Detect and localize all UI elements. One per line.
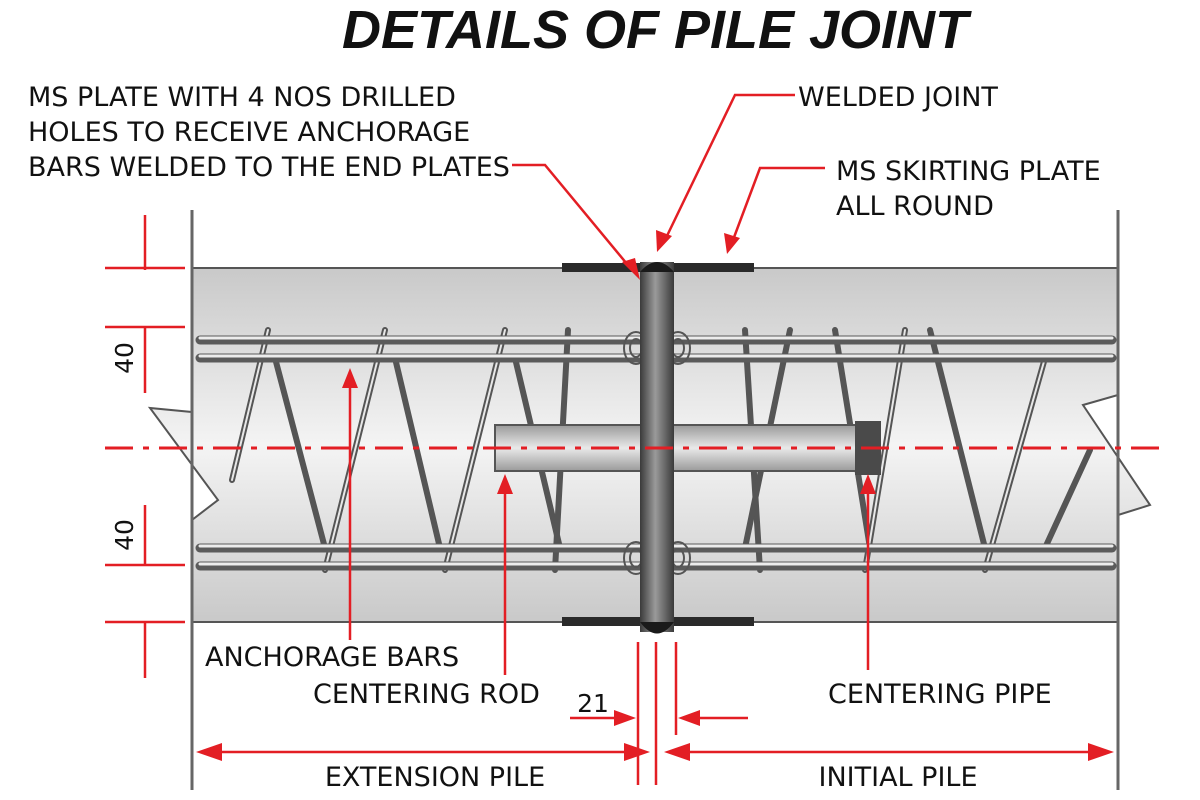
gap-dimension: 21 [577,689,609,718]
anchorage-bars-steel [195,335,1117,571]
skirting-plates [562,263,754,626]
cover-bottom-dimension: 40 [110,519,139,551]
ms-plate-label-line3: BARS WELDED TO THE END PLATES [28,152,510,183]
skirting-plate-label-line2: ALL ROUND [836,191,994,222]
welded-joint-label: WELDED JOINT [798,82,998,113]
cover-dimension-marks [105,215,185,678]
ms-plate-label-line1: MS PLATE WITH 4 NOS DRILLED [28,82,456,113]
cover-top-dimension: 40 [110,342,139,374]
ms-plate-label-line2: HOLES TO RECEIVE ANCHORAGE [28,117,470,148]
initial-pile-label: INITIAL PILE [818,762,977,793]
anchorage-bars-label: ANCHORAGE BARS [205,642,459,673]
pile-length-dimensions [196,743,1114,761]
diagram-title: DETAILS OF PILE JOINT [342,0,972,60]
skirting-plate-label-line1: MS SKIRTING PLATE [836,156,1101,187]
centering-pipe-label: CENTERING PIPE [828,679,1052,710]
gap-dimension-marks [570,642,748,785]
extension-pile-label: EXTENSION PILE [325,762,545,793]
centering-rod-label: CENTERING ROD [313,679,540,710]
annotation-leaders [342,93,876,675]
